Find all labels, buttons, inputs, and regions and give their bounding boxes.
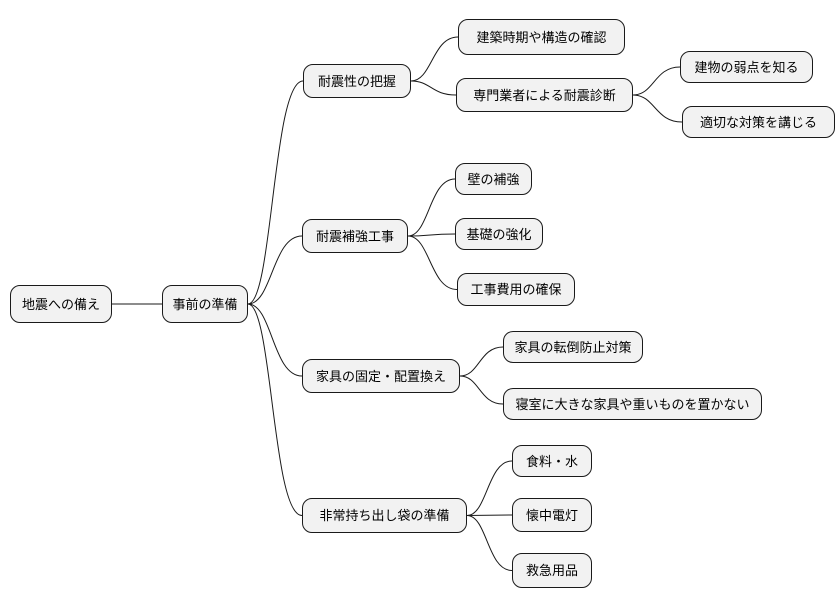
edge-seismic-assessment-to-professional-diagnosis bbox=[410, 80, 457, 96]
edge-furniture-fixing-rearranging-to-no-heavy-furniture-in-bedroom bbox=[459, 375, 504, 405]
edge-seismic-assessment-to-construction-period-check bbox=[410, 36, 459, 82]
edge-advance-preparation-to-emergency-bag-preparation bbox=[247, 303, 303, 516]
mindmap-node-food-water: 食料・水 bbox=[512, 445, 592, 477]
mindmap-node-label: 基礎の強化 bbox=[466, 226, 532, 242]
edge-advance-preparation-to-furniture-fixing-rearranging bbox=[247, 303, 303, 377]
edge-advance-preparation-to-seismic-assessment bbox=[247, 80, 304, 305]
mindmap-node-label: 専門業者による耐震診断 bbox=[473, 87, 616, 103]
edge-seismic-retrofit-work-to-wall-reinforcement bbox=[407, 178, 456, 237]
mindmap-node-wall-reinforcement: 壁の補強 bbox=[455, 163, 532, 195]
mindmap-node-flashlight: 懐中電灯 bbox=[512, 498, 592, 532]
mindmap-node-seismic-assessment: 耐震性の把握 bbox=[303, 64, 411, 98]
mindmap-node-furniture-fixing-rearranging: 家具の固定・配置換え bbox=[302, 359, 460, 393]
edge-emergency-bag-preparation-to-food-water bbox=[466, 460, 513, 516]
mindmap-node-label: 建物の弱点を知る bbox=[694, 59, 799, 75]
mindmap-node-first-aid-supplies: 救急用品 bbox=[512, 553, 592, 588]
edge-emergency-bag-preparation-to-flashlight bbox=[466, 514, 513, 516]
mindmap-node-earthquake-preparedness: 地震への備え bbox=[10, 285, 112, 323]
mindmap-node-label: 耐震補強工事 bbox=[315, 228, 394, 244]
mindmap-node-label: 食料・水 bbox=[525, 453, 578, 469]
mindmap-node-label: 工事費用の確保 bbox=[470, 282, 562, 297]
mindmap-node-seismic-retrofit-work: 耐震補強工事 bbox=[302, 219, 408, 253]
edge-seismic-retrofit-work-to-foundation-strengthening bbox=[407, 233, 456, 237]
mindmap-node-label: 事前の準備 bbox=[172, 296, 238, 312]
mindmap-node-take-appropriate-measures: 適切な対策を講じる bbox=[682, 106, 835, 138]
mindmap-node-no-heavy-furniture-in-bedroom: 寝室に大きな家具や重いものを置かない bbox=[503, 388, 762, 420]
edge-emergency-bag-preparation-to-first-aid-supplies bbox=[466, 515, 513, 571]
mindmap-node-construction-period-check: 建築時期や構造の確認 bbox=[458, 19, 625, 55]
mindmap-node-secure-construction-funds: 工事費用の確保 bbox=[457, 273, 575, 306]
edge-seismic-retrofit-work-to-secure-construction-funds bbox=[407, 235, 458, 290]
mindmap-node-label: 家具の固定・配置換え bbox=[315, 368, 446, 384]
edge-professional-diagnosis-to-know-building-weak-points bbox=[632, 66, 681, 96]
mindmap-node-label: 壁の補強 bbox=[467, 171, 520, 187]
edge-professional-diagnosis-to-take-appropriate-measures bbox=[632, 94, 683, 123]
mindmap-node-label: 適切な対策を講じる bbox=[699, 114, 817, 130]
edge-furniture-fixing-rearranging-to-furniture-anti-tip-measures bbox=[459, 346, 504, 377]
mindmap-node-label: 地震への備え bbox=[21, 296, 100, 312]
mindmap-node-label: 寝室に大きな家具や重いものを置かない bbox=[515, 396, 750, 412]
mindmap-node-label: 懐中電灯 bbox=[525, 507, 578, 523]
mindmap-node-know-building-weak-points: 建物の弱点を知る bbox=[680, 51, 813, 83]
mindmap-node-foundation-strengthening: 基礎の強化 bbox=[455, 218, 543, 250]
mindmap-node-furniture-anti-tip-measures: 家具の転倒防止対策 bbox=[503, 331, 643, 363]
mindmap-node-label: 耐震性の把握 bbox=[317, 73, 396, 89]
mindmap-node-label: 救急用品 bbox=[525, 563, 578, 578]
mindmap-node-advance-preparation: 事前の準備 bbox=[162, 285, 248, 323]
mindmap-node-label: 建築時期や構造の確認 bbox=[476, 29, 607, 45]
edge-advance-preparation-to-seismic-retrofit-work bbox=[247, 235, 303, 305]
mindmap-node-label: 非常持ち出し袋の準備 bbox=[319, 508, 450, 523]
mindmap-node-professional-diagnosis: 専門業者による耐震診断 bbox=[456, 78, 633, 112]
mindmap-node-label: 家具の転倒防止対策 bbox=[514, 339, 632, 355]
mindmap-node-emergency-bag-preparation: 非常持ち出し袋の準備 bbox=[302, 498, 467, 533]
